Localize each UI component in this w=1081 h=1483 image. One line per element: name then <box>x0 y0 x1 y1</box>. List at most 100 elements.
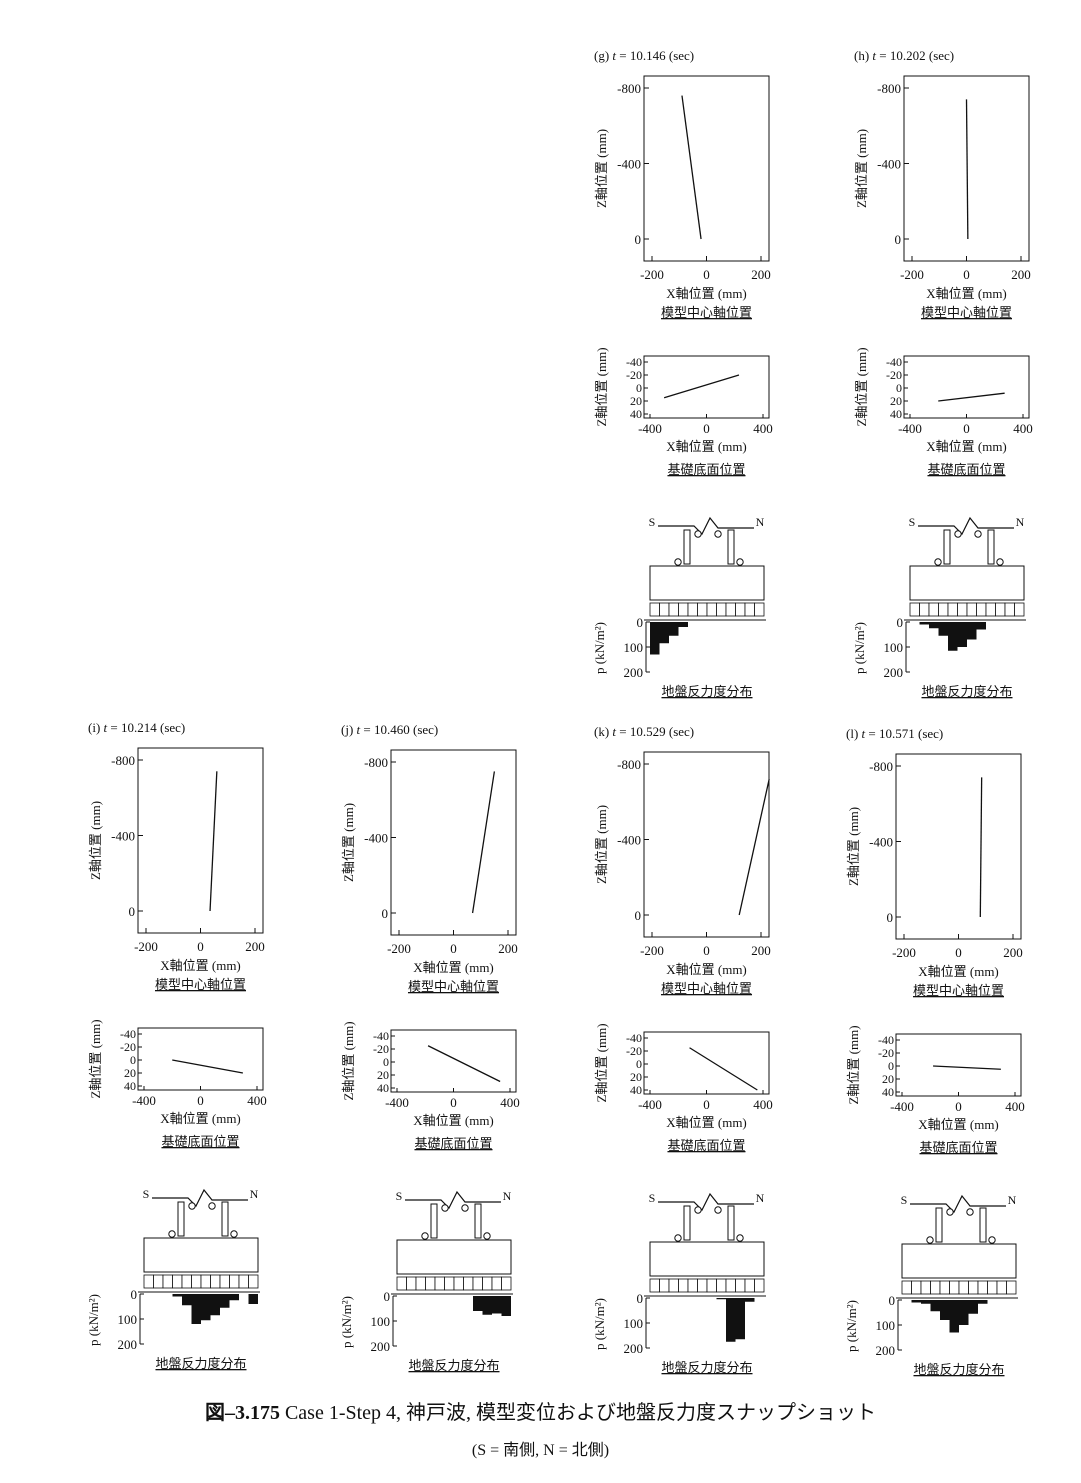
x-axis-label: X軸位置 (mm) <box>926 286 1007 301</box>
footing-block <box>649 565 765 601</box>
load-cell <box>725 602 736 617</box>
panel-title: (k) t = 10.529 (sec) <box>594 724 694 740</box>
load-cell <box>949 1280 960 1295</box>
load-cell <box>501 1276 512 1291</box>
pressure-caption: 地盤反力度分布 <box>913 1362 1004 1377</box>
pressure-bar <box>949 1300 959 1333</box>
panel-time: = 10.460 (sec) <box>360 722 439 737</box>
pressure-bar <box>919 622 929 625</box>
base-position-frame <box>137 1027 264 1091</box>
pressure-bar <box>940 1300 950 1320</box>
base-position-line <box>938 392 1005 402</box>
south-label: S <box>396 1189 403 1203</box>
pressure-bar <box>220 1294 230 1308</box>
center-axis-caption: 模型中心軸位置 <box>408 979 499 994</box>
x-tick-label: -200 <box>134 939 158 954</box>
z-axis-label: Z軸位置 (mm) <box>341 1021 356 1100</box>
load-cell <box>909 602 920 617</box>
load-cell <box>920 1280 931 1295</box>
x-axis-label: X軸位置 (mm) <box>413 960 494 975</box>
z-axis-label: Z軸位置 (mm) <box>846 1025 861 1104</box>
x-tick-label: 200 <box>498 941 518 956</box>
load-cell <box>191 1274 202 1289</box>
bearing-icon <box>694 530 702 538</box>
load-cell <box>958 1280 969 1295</box>
x-tick-label: -400 <box>898 421 922 436</box>
north-label: N <box>756 515 765 529</box>
load-cell <box>735 602 746 617</box>
x-tick-label: -200 <box>892 945 916 960</box>
base-position-caption: 基礎底面位置 <box>667 1138 745 1153</box>
pressure-tick-label: 200 <box>371 1339 391 1354</box>
deck-girder <box>405 1190 501 1210</box>
pressure-bar <box>501 1296 511 1316</box>
panel-letter: (g) <box>594 48 613 63</box>
pressure-bar <box>959 1300 969 1325</box>
y-tick-label: -20 <box>626 368 642 382</box>
y-tick-label: 0 <box>382 906 389 921</box>
pressure-caption: 地盤反力度分布 <box>661 1360 752 1375</box>
load-cell <box>415 1276 426 1291</box>
base-position-line <box>172 1059 243 1074</box>
x-tick-label: 0 <box>197 1093 204 1108</box>
base-position-line <box>427 1045 501 1083</box>
pressure-bar <box>492 1296 502 1314</box>
load-cell <box>996 1280 1007 1295</box>
pressure-bar <box>716 1298 726 1300</box>
load-cell <box>1006 1280 1017 1295</box>
y-tick-label: 0 <box>636 1057 642 1071</box>
column-post <box>727 529 735 565</box>
center-axis-frame <box>390 749 517 936</box>
y-tick-label: -400 <box>869 835 893 850</box>
load-cell <box>939 1280 950 1295</box>
load-cell <box>482 1276 493 1291</box>
z-axis-label: Z軸位置 (mm) <box>594 805 609 884</box>
y-tick-label: -800 <box>877 81 901 96</box>
x-tick-label: 400 <box>753 421 773 436</box>
column-post <box>221 1201 229 1237</box>
x-tick-label: -400 <box>638 421 662 436</box>
pressure-bar <box>229 1294 239 1301</box>
panel-title: (i) t = 10.214 (sec) <box>88 720 185 736</box>
pressure-axis-label: p (kN/m²) <box>339 1296 354 1348</box>
load-cell <box>930 1280 941 1295</box>
pressure-bar <box>957 622 967 647</box>
y-tick-label: -800 <box>617 757 641 772</box>
panel-time: = 10.571 (sec) <box>865 726 944 741</box>
bearing-icon <box>483 1232 491 1240</box>
south-label: S <box>649 515 656 529</box>
center-axis-caption: 模型中心軸位置 <box>913 983 1004 998</box>
panel-title: (g) t = 10.146 (sec) <box>594 48 694 64</box>
pressure-bar <box>669 622 679 636</box>
load-cell <box>219 1274 230 1289</box>
pressure-bar <box>473 1296 483 1311</box>
pressure-bar <box>978 1300 988 1304</box>
center-axis-line <box>681 95 702 240</box>
y-tick-label: -800 <box>111 753 135 768</box>
column-post <box>683 529 691 565</box>
pressure-bar <box>929 622 939 629</box>
load-cell <box>735 1278 746 1293</box>
figure-note: (S = 南側, N = 北側) <box>471 1442 610 1459</box>
x-tick-label: 400 <box>247 1093 267 1108</box>
center-axis-line <box>209 771 218 912</box>
north-label: N <box>1016 515 1025 529</box>
time-symbol: t <box>872 48 877 63</box>
footing-block <box>396 1239 512 1275</box>
x-tick-label: 0 <box>703 1097 710 1112</box>
load-cell <box>977 1280 988 1295</box>
load-cell <box>697 1278 708 1293</box>
y-tick-label: -400 <box>364 831 388 846</box>
center-axis-frame <box>643 751 770 938</box>
bearing-icon <box>974 530 982 538</box>
panel-letter: (j) <box>341 722 357 737</box>
panel-title: (j) t = 10.460 (sec) <box>341 722 438 738</box>
